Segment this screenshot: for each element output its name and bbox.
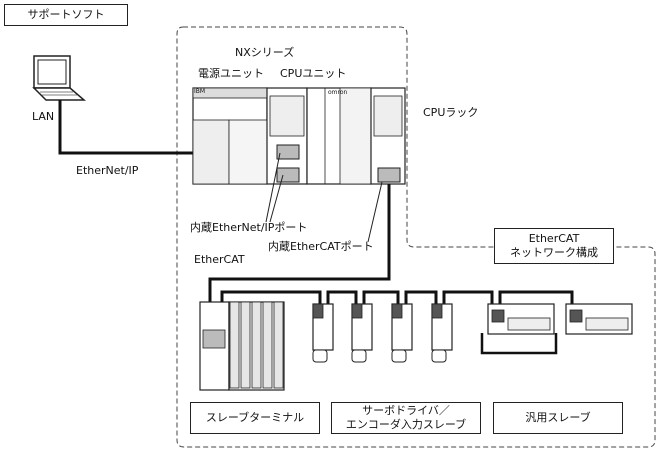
- ethercat-network-line2: ネットワーク構成: [510, 246, 598, 259]
- cpu-rack-dashed-region: [176, 26, 656, 448]
- ethercat-network-box: EtherCAT ネットワーク構成: [494, 228, 614, 264]
- cpu-rack: [192, 87, 406, 185]
- builtin-ethercat-port-label: 内蔵EtherCATポート: [268, 240, 374, 253]
- general-slave-device: [487, 303, 555, 335]
- port-callout-line: [367, 181, 383, 243]
- servo-line2: エンコーダ入力スレーブ: [345, 418, 467, 431]
- servo-encoder-box: サーボドライバ／ エンコーダ入力スレーブ: [331, 402, 481, 434]
- cpu-unit-logo: omron: [328, 89, 348, 96]
- ethernet-ip-label: EtherNet/IP: [76, 164, 139, 177]
- support-software-box: サポートソフト: [4, 4, 128, 26]
- power-unit-label: 電源ユニット: [198, 67, 264, 80]
- port-callout-line: [269, 174, 284, 223]
- ethercat-daisy-chain: [480, 333, 558, 355]
- slave-terminal-box: スレーブターミナル: [190, 402, 320, 434]
- ethercat-network-line1: EtherCAT: [528, 232, 580, 245]
- power-unit-logo: IBM: [194, 88, 206, 95]
- servo-driver: [312, 303, 334, 363]
- ethercat-cable: [208, 184, 391, 302]
- general-slave-device: [565, 303, 633, 335]
- general-slave-box: 汎用スレーブ: [493, 402, 623, 434]
- servo-driver: [391, 303, 413, 363]
- cpu-rack-label: CPUラック: [423, 106, 479, 119]
- port-callout-line: [265, 152, 281, 223]
- servo-driver: [351, 303, 373, 363]
- ethercat-daisy-chain: [220, 290, 574, 304]
- cpu-unit-label: CPUユニット: [280, 67, 347, 80]
- servo-driver: [431, 303, 453, 363]
- builtin-ethernet-ip-port-label: 内蔵EtherNet/IPポート: [190, 221, 308, 234]
- laptop-icon: [32, 55, 87, 101]
- lan-label: LAN: [32, 110, 55, 123]
- ethercat-label: EtherCAT: [194, 253, 245, 266]
- nx-series-label: NXシリーズ: [235, 46, 295, 59]
- slave-terminal-device: [199, 301, 285, 391]
- servo-line1: サーボドライバ／: [362, 404, 450, 417]
